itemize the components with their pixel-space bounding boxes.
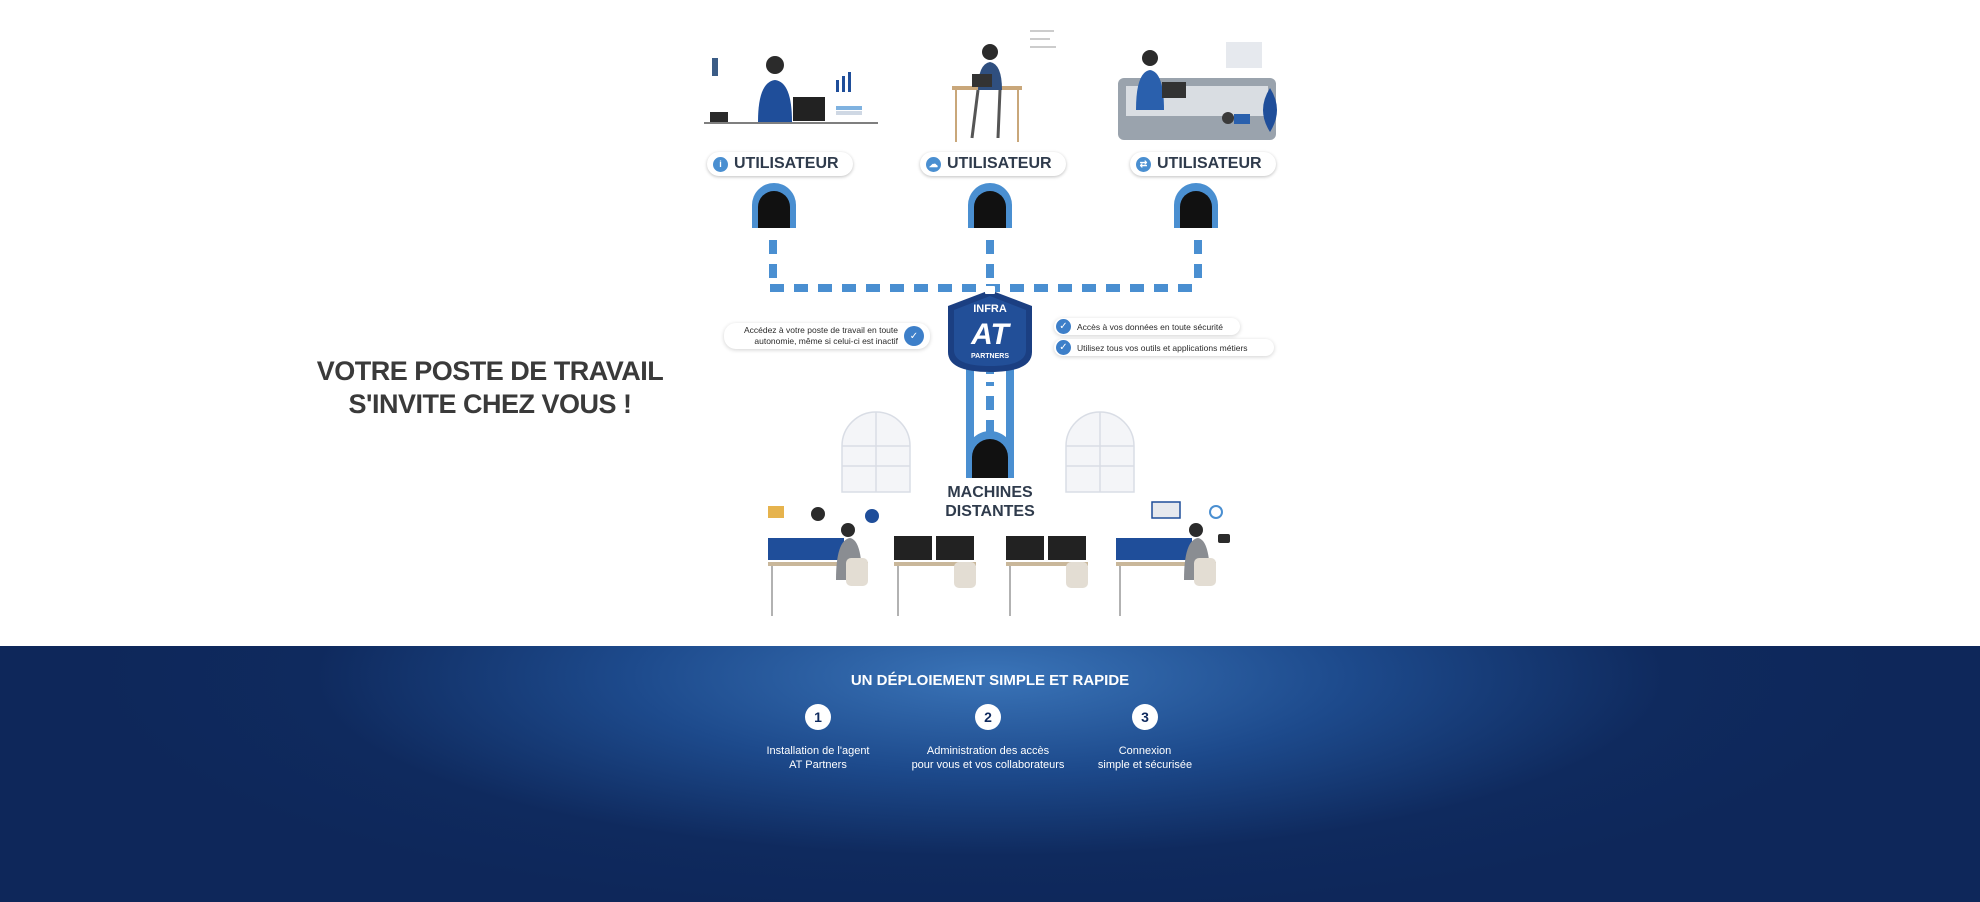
step-3-number: 3 bbox=[1132, 704, 1158, 730]
arrows-icon: ⇄ bbox=[1136, 156, 1151, 172]
clock-icon bbox=[811, 507, 825, 521]
feature-left: Accédez à votre poste de travail en tout… bbox=[724, 323, 930, 349]
tunnel-arch-2 bbox=[968, 183, 1012, 228]
window-left bbox=[841, 411, 911, 493]
feature-left-line-2: autonomie, même si celui-ci est inactif bbox=[754, 336, 898, 346]
deployment-title: UN DÉPLOIEMENT SIMPLE ET RAPIDE bbox=[850, 672, 1130, 689]
user-illustration-1 bbox=[704, 56, 878, 124]
step-1-number: 1 bbox=[805, 704, 831, 730]
camera-icon bbox=[1218, 534, 1230, 543]
deployment-band: UN DÉPLOIEMENT SIMPLE ET RAPIDE 1 Instal… bbox=[0, 646, 1980, 902]
gear-icon bbox=[1209, 505, 1223, 519]
step-2-line-2: pour vous et vos collaborateurs bbox=[911, 759, 1065, 771]
step-3-line-1: Connexion bbox=[1118, 745, 1172, 757]
user-label-3-text: UTILISATEUR bbox=[1157, 155, 1262, 172]
feature-right-1-text: Accès à vos données en toute sécurité bbox=[1077, 321, 1224, 332]
machines-label: MACHINES DISTANTES bbox=[930, 483, 1050, 521]
feature-right-2-text: Utilisez tous vos outils et applications… bbox=[1077, 342, 1248, 353]
connection-diagram: INFRA AT PARTNERS bbox=[704, 30, 1277, 616]
hub-line-2: AT bbox=[970, 318, 1011, 351]
feature-right-1: ✓ Accès à vos données en toute sécurité bbox=[1054, 318, 1240, 335]
feature-left-line-1: Accédez à votre poste de travail en tout… bbox=[743, 325, 898, 335]
step-3: 3 Connexion simple et sécurisée bbox=[1055, 704, 1235, 772]
headline-line-2: S'INVITE CHEZ VOUS ! bbox=[348, 389, 632, 419]
user-label-3: ⇄ UTILISATEUR bbox=[1130, 152, 1276, 176]
checkmark-icon: ✓ bbox=[1056, 340, 1071, 355]
step-1: 1 Installation de l'agent AT Partners bbox=[728, 704, 908, 772]
step-2-number: 2 bbox=[975, 704, 1001, 730]
checkmark-icon: ✓ bbox=[904, 326, 924, 346]
step-3-line-2: simple et sécurisée bbox=[1097, 759, 1193, 771]
step-1-line-2: AT Partners bbox=[789, 759, 847, 771]
machines-line-1: MACHINES bbox=[947, 484, 1033, 501]
workstation-3 bbox=[1006, 536, 1088, 616]
hub-line-3: PARTNERS bbox=[971, 353, 1009, 360]
user-label-1-text: UTILISATEUR bbox=[734, 155, 839, 172]
workstation-2 bbox=[894, 536, 976, 616]
hub-shield bbox=[948, 290, 1032, 372]
workstation-4 bbox=[1116, 523, 1216, 616]
feature-right-2: ✓ Utilisez tous vos outils et applicatio… bbox=[1054, 339, 1274, 356]
workstation-1 bbox=[768, 523, 868, 616]
tunnel-arch-3 bbox=[1174, 183, 1218, 228]
step-2: 2 Administration des accès pour vous et … bbox=[898, 704, 1078, 772]
lock-icon-bottom bbox=[985, 374, 995, 382]
hub-line-1: INFRA bbox=[973, 303, 1007, 315]
machines-line-2: DISTANTES bbox=[945, 503, 1035, 520]
chat-icon bbox=[865, 509, 879, 523]
tunnel-arch-1 bbox=[752, 183, 796, 228]
document-icon bbox=[1151, 501, 1181, 519]
step-2-line-1: Administration des accès bbox=[926, 745, 1050, 757]
lock-icon-top bbox=[985, 286, 995, 294]
window-right bbox=[1065, 411, 1135, 493]
user-illustration-2 bbox=[952, 30, 1056, 142]
step-1-line-1: Installation de l'agent bbox=[766, 745, 870, 757]
info-icon: i bbox=[713, 156, 728, 172]
user-label-2: ☁ UTILISATEUR bbox=[920, 152, 1066, 176]
headline-line-1: VOTRE POSTE DE TRAVAIL bbox=[316, 356, 664, 386]
headline: VOTRE POSTE DE TRAVAIL S'INVITE CHEZ VOU… bbox=[300, 355, 680, 421]
user-illustration-3 bbox=[1118, 42, 1277, 140]
user-label-2-text: UTILISATEUR bbox=[947, 155, 1052, 172]
cloud-icon: ☁ bbox=[926, 156, 941, 172]
checkmark-icon: ✓ bbox=[1056, 319, 1071, 334]
user-label-1: i UTILISATEUR bbox=[707, 152, 853, 176]
tunnel-arch-machines bbox=[966, 431, 1014, 478]
calendar-icon bbox=[768, 506, 784, 518]
